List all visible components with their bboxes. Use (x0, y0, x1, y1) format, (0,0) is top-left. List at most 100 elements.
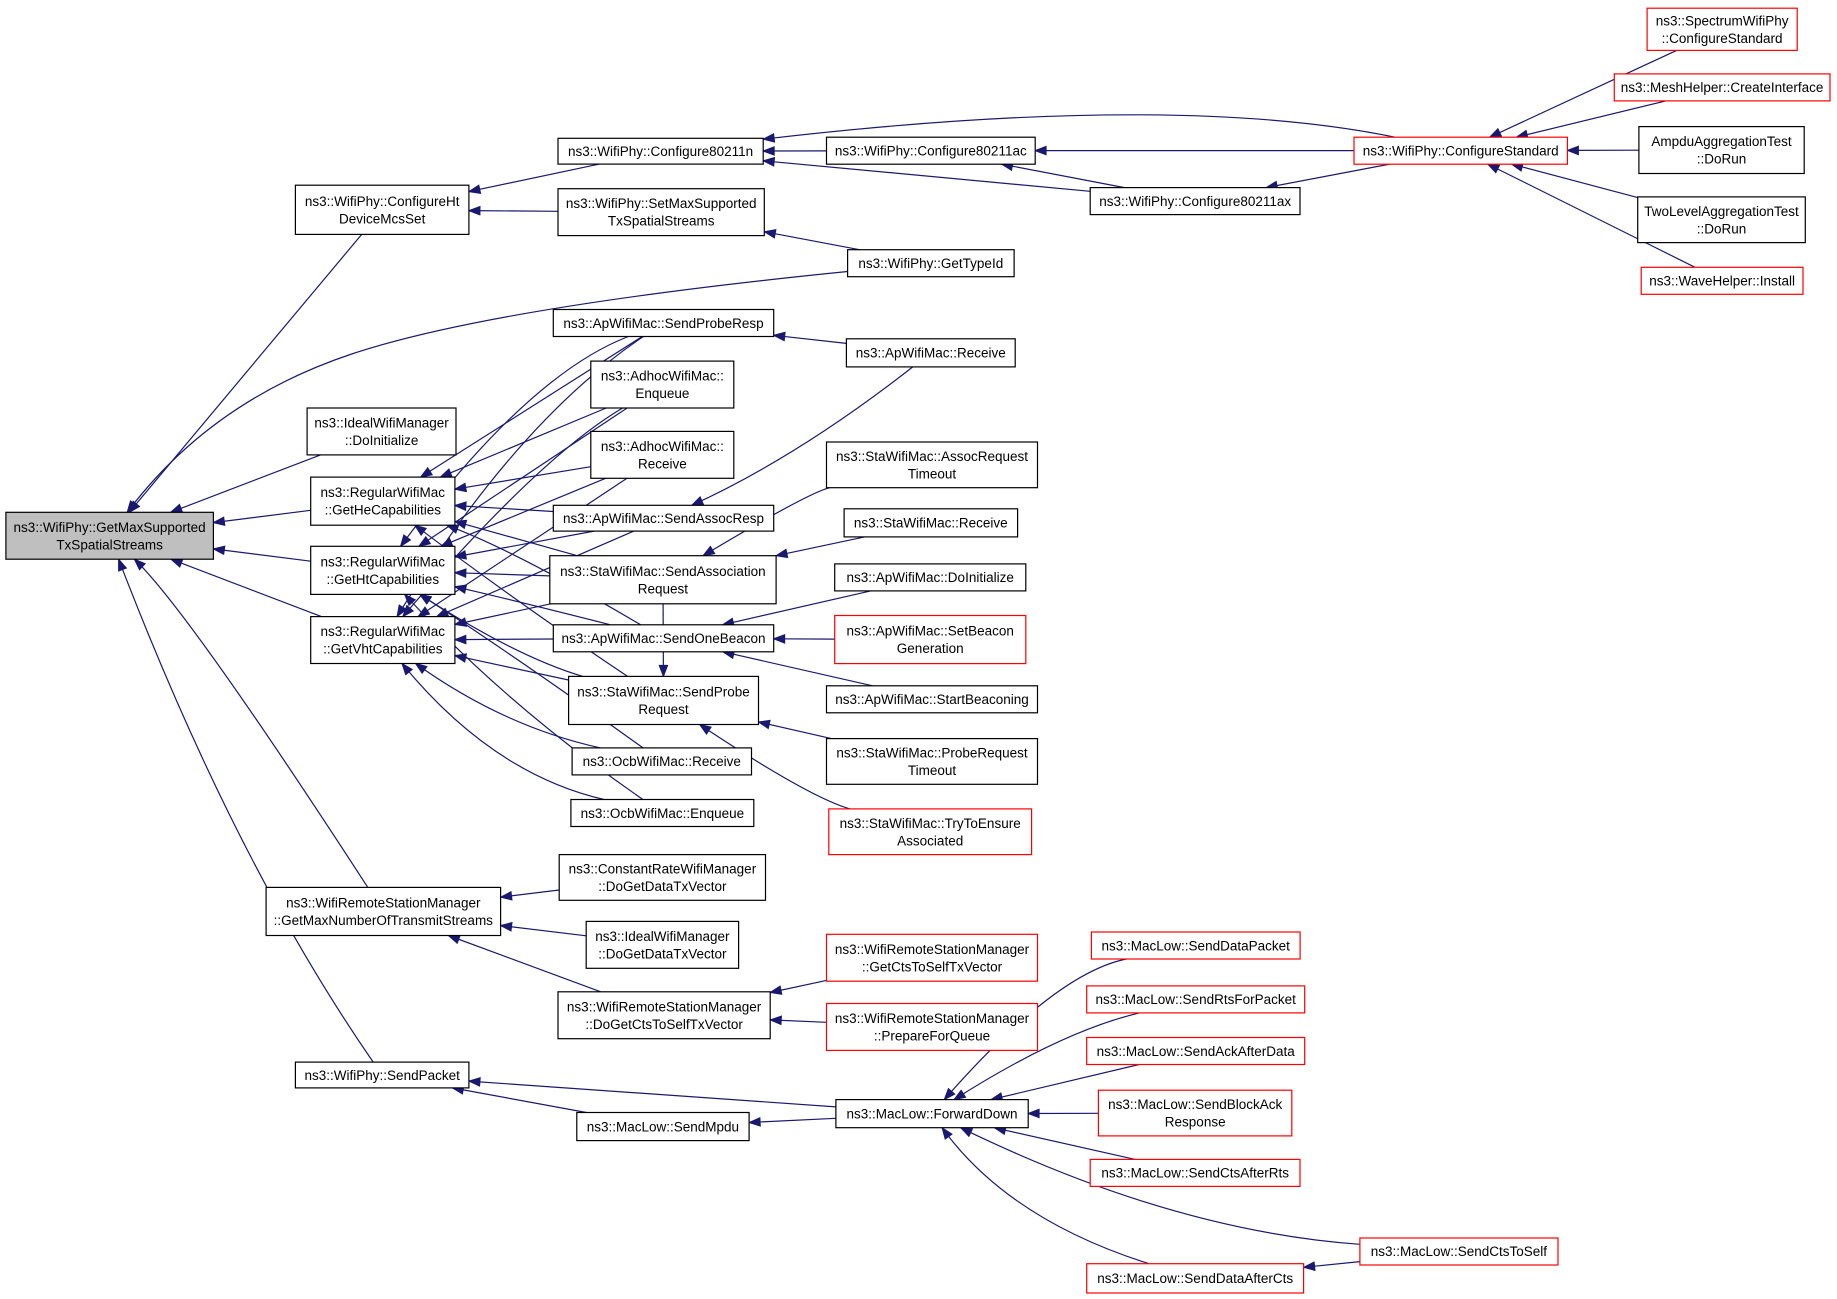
function-node[interactable]: ns3::WifiRemoteStationManager::GetCtsToS… (825, 933, 1039, 982)
node-box[interactable] (310, 545, 456, 595)
node-box[interactable] (835, 1098, 1029, 1129)
node-box[interactable] (294, 1061, 470, 1089)
node-box[interactable] (1646, 7, 1798, 52)
function-node[interactable]: ns3::MacLow::SendAckAfterData (1086, 1036, 1306, 1066)
function-node[interactable]: ns3::StaWifiMac::Receive (843, 508, 1019, 538)
function-node[interactable]: ns3::MacLow::SendDataPacket (1090, 931, 1301, 960)
function-node[interactable]: ns3::ApWifiMac::SendAssocResp (552, 504, 775, 532)
function-node[interactable]: ns3::WifiPhy::Configure80211ac (825, 136, 1036, 165)
function-node[interactable]: TwoLevelAggregationTest::DoRun (1637, 196, 1806, 244)
function-node[interactable]: ns3::WifiPhy::GetTypeId (846, 249, 1015, 278)
node-box[interactable] (310, 615, 456, 665)
function-node[interactable]: ns3::AdhocWifiMac::Receive (590, 430, 735, 479)
node-box[interactable] (1613, 73, 1831, 102)
node-box[interactable] (834, 563, 1027, 592)
node-box[interactable] (825, 136, 1036, 165)
node-box[interactable] (557, 137, 764, 165)
function-node[interactable]: ns3::MacLow::SendMpdu (576, 1111, 750, 1142)
function-node[interactable]: ns3::IdealWifiManager::DoInitialize (306, 407, 457, 456)
function-node[interactable]: ns3::SpectrumWifiPhy::ConfigureStandard (1646, 7, 1798, 52)
node-box[interactable] (1640, 266, 1804, 295)
function-node[interactable]: ns3::ApWifiMac::StartBeaconing (825, 685, 1039, 714)
function-node[interactable]: ns3::RegularWifiMac::GetVhtCapabilities (310, 615, 456, 665)
function-node[interactable]: ns3::IdealWifiManager::DoGetDataTxVector (585, 920, 740, 969)
node-box[interactable] (834, 614, 1027, 665)
node-box[interactable] (1086, 985, 1306, 1014)
node-box[interactable] (306, 407, 457, 456)
root-function-node[interactable]: ns3::WifiPhy::GetMaxSupportedTxSpatialSt… (5, 511, 215, 560)
node-box[interactable] (828, 808, 1033, 856)
function-node[interactable]: ns3::RegularWifiMac::GetHtCapabilities (310, 545, 456, 595)
node-box[interactable] (1353, 136, 1568, 165)
function-node[interactable]: ns3::MacLow::SendDataAfterCts (1086, 1263, 1305, 1294)
function-node[interactable]: ns3::ApWifiMac::SendProbeResp (552, 308, 775, 338)
node-box[interactable] (846, 249, 1015, 278)
node-box[interactable] (1359, 1237, 1559, 1266)
node-box[interactable] (571, 747, 753, 776)
function-node[interactable]: ns3::MacLow::SendRtsForPacket (1086, 985, 1306, 1014)
node-box[interactable] (1097, 1089, 1293, 1137)
function-node[interactable]: ns3::WifiPhy::SetMaxSupportedTxSpatialSt… (557, 188, 765, 237)
function-node[interactable]: ns3::WifiRemoteStationManager::DoGetCtsT… (557, 991, 771, 1040)
function-node[interactable]: ns3::WaveHelper::Install (1640, 266, 1804, 295)
node-box[interactable] (1090, 931, 1301, 960)
function-node[interactable]: ns3::ApWifiMac::Receive (845, 338, 1016, 368)
function-node[interactable]: ns3::ApWifiMac::DoInitialize (834, 563, 1027, 592)
function-node[interactable]: ns3::WifiRemoteStationManager::PrepareFo… (825, 1002, 1039, 1052)
function-node[interactable]: ns3::WifiRemoteStationManager::GetMaxNum… (265, 886, 502, 937)
function-node[interactable]: ns3::MeshHelper::CreateInterface (1613, 73, 1831, 102)
node-box[interactable] (576, 1111, 750, 1142)
node-box[interactable] (1637, 196, 1806, 244)
function-node[interactable]: ns3::MacLow::SendCtsToSelf (1359, 1237, 1559, 1266)
node-box[interactable] (570, 798, 755, 828)
function-node[interactable]: ns3::MacLow::SendCtsAfterRts (1089, 1158, 1301, 1188)
node-box[interactable] (552, 308, 775, 338)
node-box[interactable] (265, 886, 502, 937)
node-box[interactable] (558, 853, 767, 901)
function-node[interactable]: ns3::MacLow::ForwardDown (835, 1098, 1029, 1129)
function-node[interactable]: ns3::WifiPhy::Configure80211n (557, 137, 764, 165)
node-box[interactable] (549, 555, 777, 605)
node-box[interactable] (294, 184, 470, 235)
node-box[interactable] (310, 476, 456, 526)
node-box[interactable] (845, 338, 1016, 368)
function-node[interactable]: ns3::ApWifiMac::SendOneBeacon (552, 624, 775, 653)
function-node[interactable]: ns3::ConstantRateWifiManager::DoGetDataT… (558, 853, 767, 901)
node-box[interactable] (825, 737, 1039, 785)
node-box[interactable] (590, 360, 735, 409)
node-box[interactable] (825, 933, 1039, 982)
function-node[interactable]: ns3::RegularWifiMac::GetHeCapabilities (310, 476, 456, 526)
function-node[interactable]: AmpduAggregationTest::DoRun (1638, 125, 1805, 175)
function-node[interactable]: ns3::OcbWifiMac::Enqueue (570, 798, 755, 828)
node-box[interactable] (590, 430, 735, 479)
function-node[interactable]: ns3::WifiPhy::SendPacket (294, 1061, 470, 1089)
node-box[interactable] (825, 1002, 1039, 1052)
node-box[interactable] (557, 188, 765, 237)
function-node[interactable]: ns3::AdhocWifiMac::Enqueue (590, 360, 735, 409)
function-node[interactable]: ns3::WifiPhy::Configure80211ax (1089, 187, 1301, 216)
node-box[interactable] (557, 991, 771, 1040)
node-box[interactable] (825, 685, 1039, 714)
function-node[interactable]: ns3::OcbWifiMac::Receive (571, 747, 753, 776)
function-node[interactable]: ns3::WifiPhy::ConfigureStandard (1353, 136, 1568, 165)
node-box[interactable] (552, 624, 775, 653)
node-box[interactable] (585, 920, 740, 969)
node-box[interactable] (1638, 125, 1805, 175)
node-box[interactable] (567, 675, 760, 726)
node-box[interactable] (843, 508, 1019, 538)
node-box[interactable] (1089, 1158, 1301, 1188)
node-box[interactable] (1086, 1263, 1305, 1294)
node-box[interactable] (825, 441, 1039, 489)
node-box[interactable] (5, 511, 215, 560)
node-box[interactable] (1086, 1036, 1306, 1066)
node-box[interactable] (1089, 187, 1301, 216)
node-box[interactable] (552, 504, 775, 532)
